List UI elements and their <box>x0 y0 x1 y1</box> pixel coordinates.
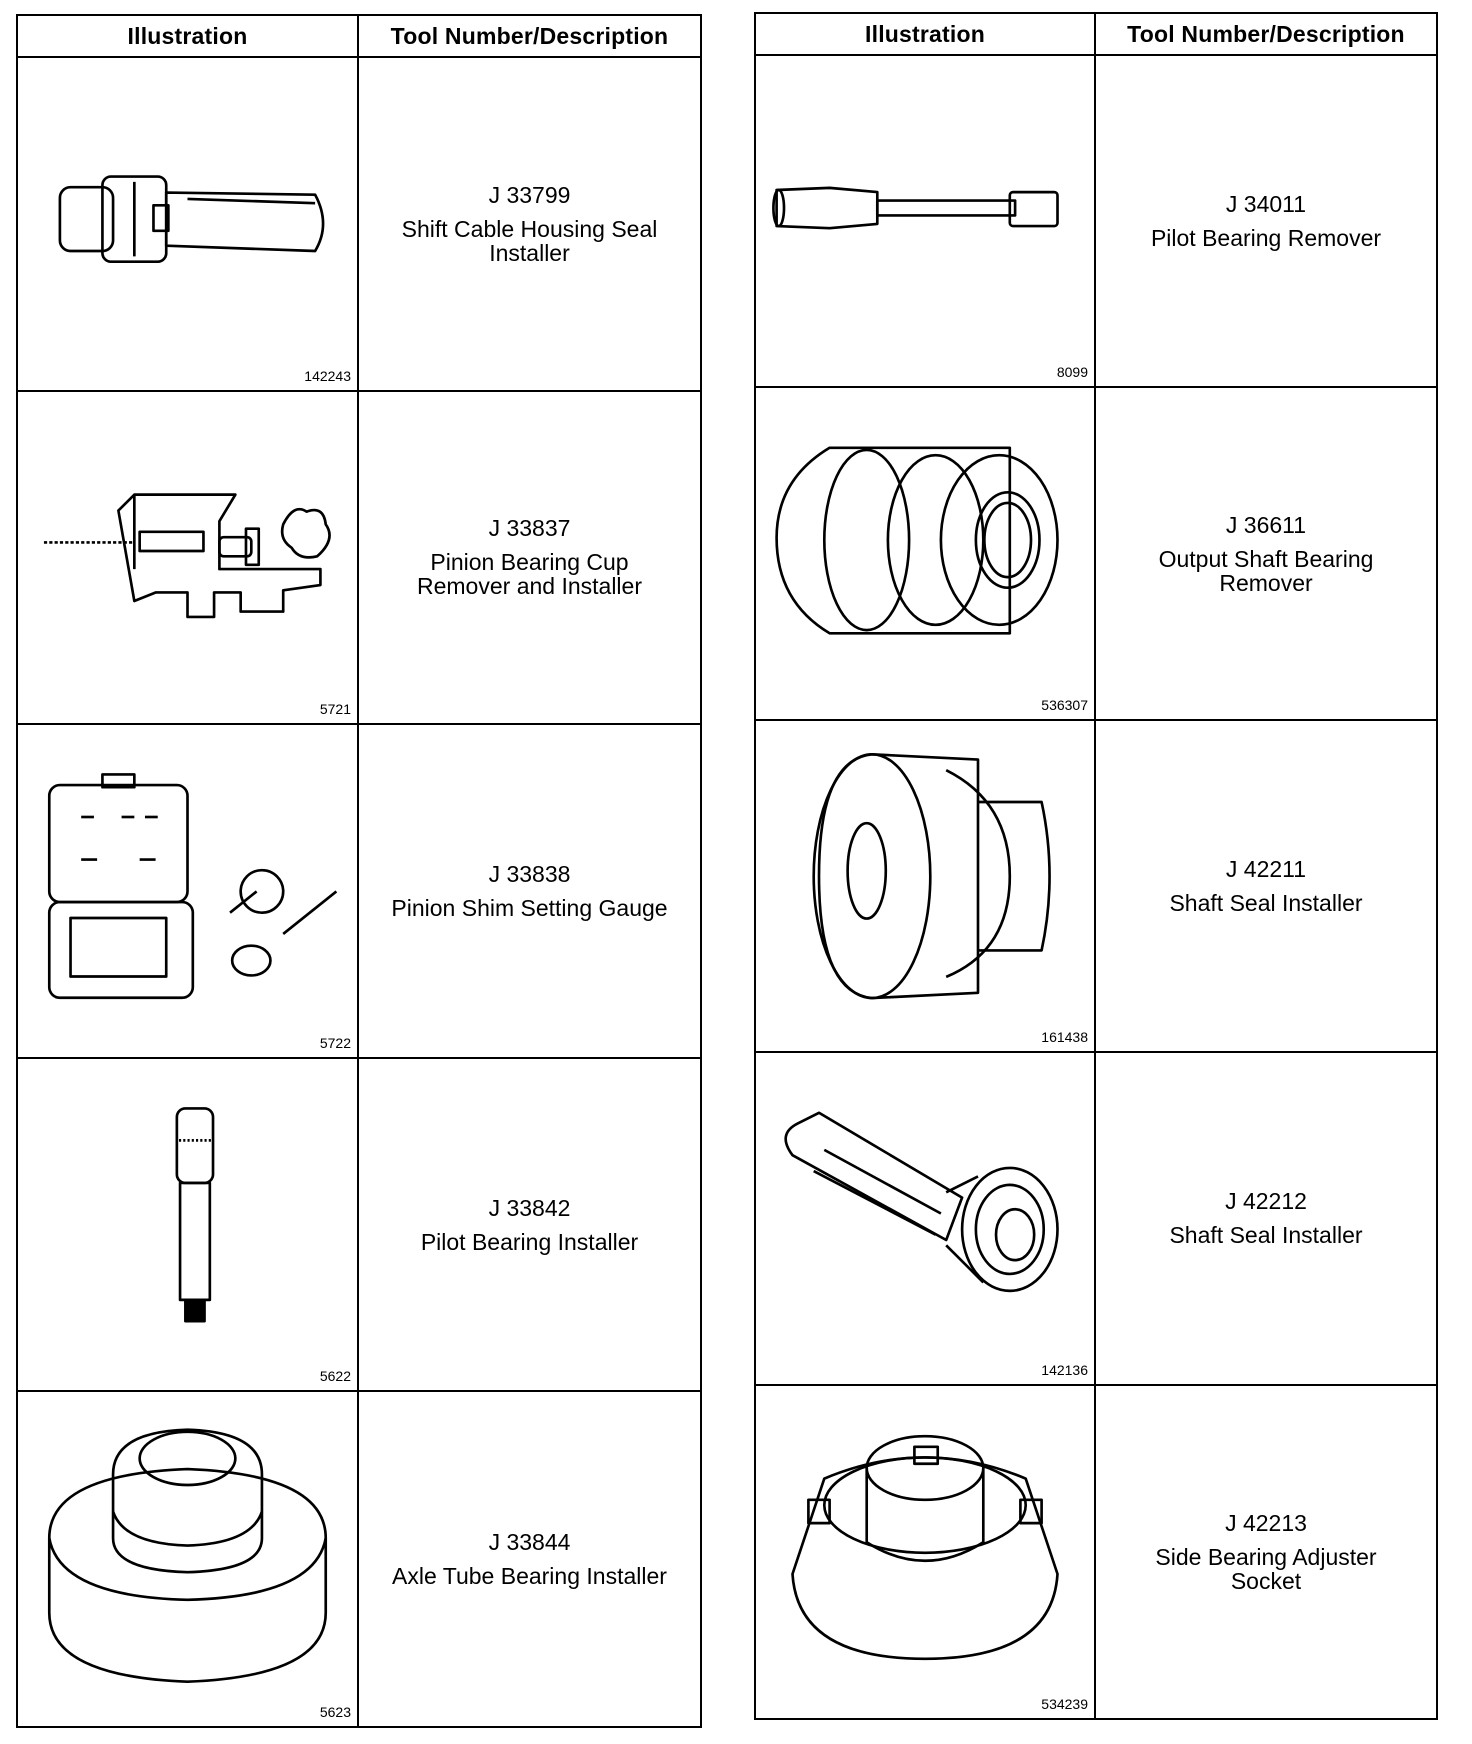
tool-description: J 36611 Output Shaft Bearing Remover <box>1096 388 1436 718</box>
bearing-cup-tool-icon <box>43 492 331 618</box>
tool-description: J 42212 Shaft Seal Installer <box>1096 1053 1436 1383</box>
table-row: 5622 J 33842 Pilot Bearing Installer <box>18 1058 700 1393</box>
illustration-cell: 161438 <box>756 720 1096 1052</box>
figure-number: 534239 <box>1041 1695 1088 1712</box>
slotted-seal-installer-icon <box>784 1111 1059 1293</box>
tool-number: J 42212 <box>1225 1188 1307 1215</box>
figure-number: 5721 <box>319 701 351 718</box>
figure-number: 142136 <box>1041 1361 1088 1378</box>
tool-name: Axle Tube Bearing Installer <box>392 1563 667 1590</box>
figure-number: 161438 <box>1041 1029 1088 1046</box>
tool-table-right: Illustration Tool Number/Description 809… <box>754 12 1438 1720</box>
tool-name: Pinion Shim Setting Gauge <box>391 894 668 921</box>
tool-number: J 42213 <box>1225 1509 1307 1536</box>
illustration-cell: 5721 <box>18 391 359 724</box>
table-row: 5721 J 33837 Pinion Bearing Cup Remover … <box>18 391 700 726</box>
tool-name: Shaft Seal Installer <box>1169 1222 1363 1249</box>
pilot-remover-icon <box>772 186 1059 230</box>
tool-name: Pilot Bearing Installer <box>420 1228 639 1255</box>
tool-name: Shaft Seal Installer <box>1169 889 1363 916</box>
tool-name: Shift Cable Housing Seal Installer <box>401 215 658 266</box>
table-row: 8099 J 34011 Pilot Bearing Remover <box>756 56 1436 389</box>
figure-number: 5622 <box>319 1368 351 1385</box>
table-header: Illustration Tool Number/Description <box>18 16 700 58</box>
table-row: 5623 J 33844 Axle Tube Bearing Installer <box>18 1392 700 1726</box>
table-header: Illustration Tool Number/Description <box>756 14 1436 56</box>
table-row: 161438 J 42211 Shaft Seal Installer <box>756 720 1436 1054</box>
stepped-disc-installer-icon <box>47 1428 328 1684</box>
tool-name: Pilot Bearing Remover <box>1150 225 1382 252</box>
illustration-cell: 5623 <box>18 1392 359 1726</box>
tool-name: Side Bearing Adjuster Socket <box>1155 1543 1377 1594</box>
tool-number: J 33837 <box>488 515 571 542</box>
tool-number: J 33844 <box>488 1529 571 1556</box>
header-description: Tool Number/Description <box>390 22 669 49</box>
gauge-kit-case-icon <box>47 773 338 1000</box>
figure-number: 8099 <box>1056 364 1088 381</box>
figure-number: 142243 <box>304 367 351 384</box>
tool-number: J 34011 <box>1225 191 1307 218</box>
tool-description: J 42211 Shaft Seal Installer <box>1096 721 1436 1051</box>
tool-table-left: Illustration Tool Number/Description 142… <box>16 14 702 1728</box>
pilot-installer-icon <box>175 1106 215 1323</box>
illustration-cell: 8099 <box>756 56 1096 387</box>
tool-description: J 33799 Shift Cable Housing Seal Install… <box>359 58 700 390</box>
illustration-cell: 142243 <box>18 58 359 390</box>
tool-description: J 33842 Pilot Bearing Installer <box>359 1059 700 1391</box>
tool-number: J 33799 <box>488 181 571 208</box>
illustration-cell: 5622 <box>18 1058 359 1391</box>
bearing-remover-cylinder-icon <box>775 446 1059 636</box>
tool-number: J 33838 <box>488 860 571 887</box>
figure-number: 536307 <box>1041 696 1088 713</box>
adjuster-socket-icon <box>791 1434 1059 1660</box>
shaft-seal-installer-icon <box>812 752 1051 1000</box>
illustration-cell: 142136 <box>756 1053 1096 1384</box>
tool-name: Output Shaft Bearing Remover <box>1158 545 1374 596</box>
illustration-cell: 5722 <box>18 725 359 1057</box>
figure-number: 5623 <box>319 1703 351 1720</box>
seal-installer-icon <box>58 175 325 263</box>
tool-description: J 33844 Axle Tube Bearing Installer <box>359 1392 700 1726</box>
table-row: 142136 J 42212 Shaft Seal Installer <box>756 1053 1436 1386</box>
table-row: 142243 J 33799 Shift Cable Housing Seal … <box>18 58 700 392</box>
tool-description: J 33837 Pinion Bearing Cup Remover and I… <box>359 392 700 724</box>
tool-number: J 36611 <box>1225 511 1307 538</box>
table-row: 5722 J 33838 Pinion Shim Setting Gauge <box>18 725 700 1059</box>
table-row: 534239 J 42213 Side Bearing Adjuster Soc… <box>756 1385 1436 1718</box>
illustration-cell: 536307 <box>756 388 1096 719</box>
tool-description: J 42213 Side Bearing Adjuster Socket <box>1096 1386 1436 1718</box>
tool-description: J 33838 Pinion Shim Setting Gauge <box>359 725 700 1057</box>
illustration-cell: 534239 <box>756 1385 1096 1718</box>
tool-number: J 42211 <box>1225 855 1307 882</box>
figure-number: 5722 <box>319 1034 351 1051</box>
header-illustration: Illustration <box>18 16 359 56</box>
tool-number: J 33842 <box>488 1194 571 1221</box>
header-illustration: Illustration <box>756 14 1096 54</box>
header-description: Tool Number/Description <box>1127 20 1405 47</box>
tool-description: J 34011 Pilot Bearing Remover <box>1096 56 1436 386</box>
table-row: 536307 J 36611 Output Shaft Bearing Remo… <box>756 388 1436 721</box>
tool-name: Pinion Bearing Cup Remover and Installer <box>417 549 642 600</box>
